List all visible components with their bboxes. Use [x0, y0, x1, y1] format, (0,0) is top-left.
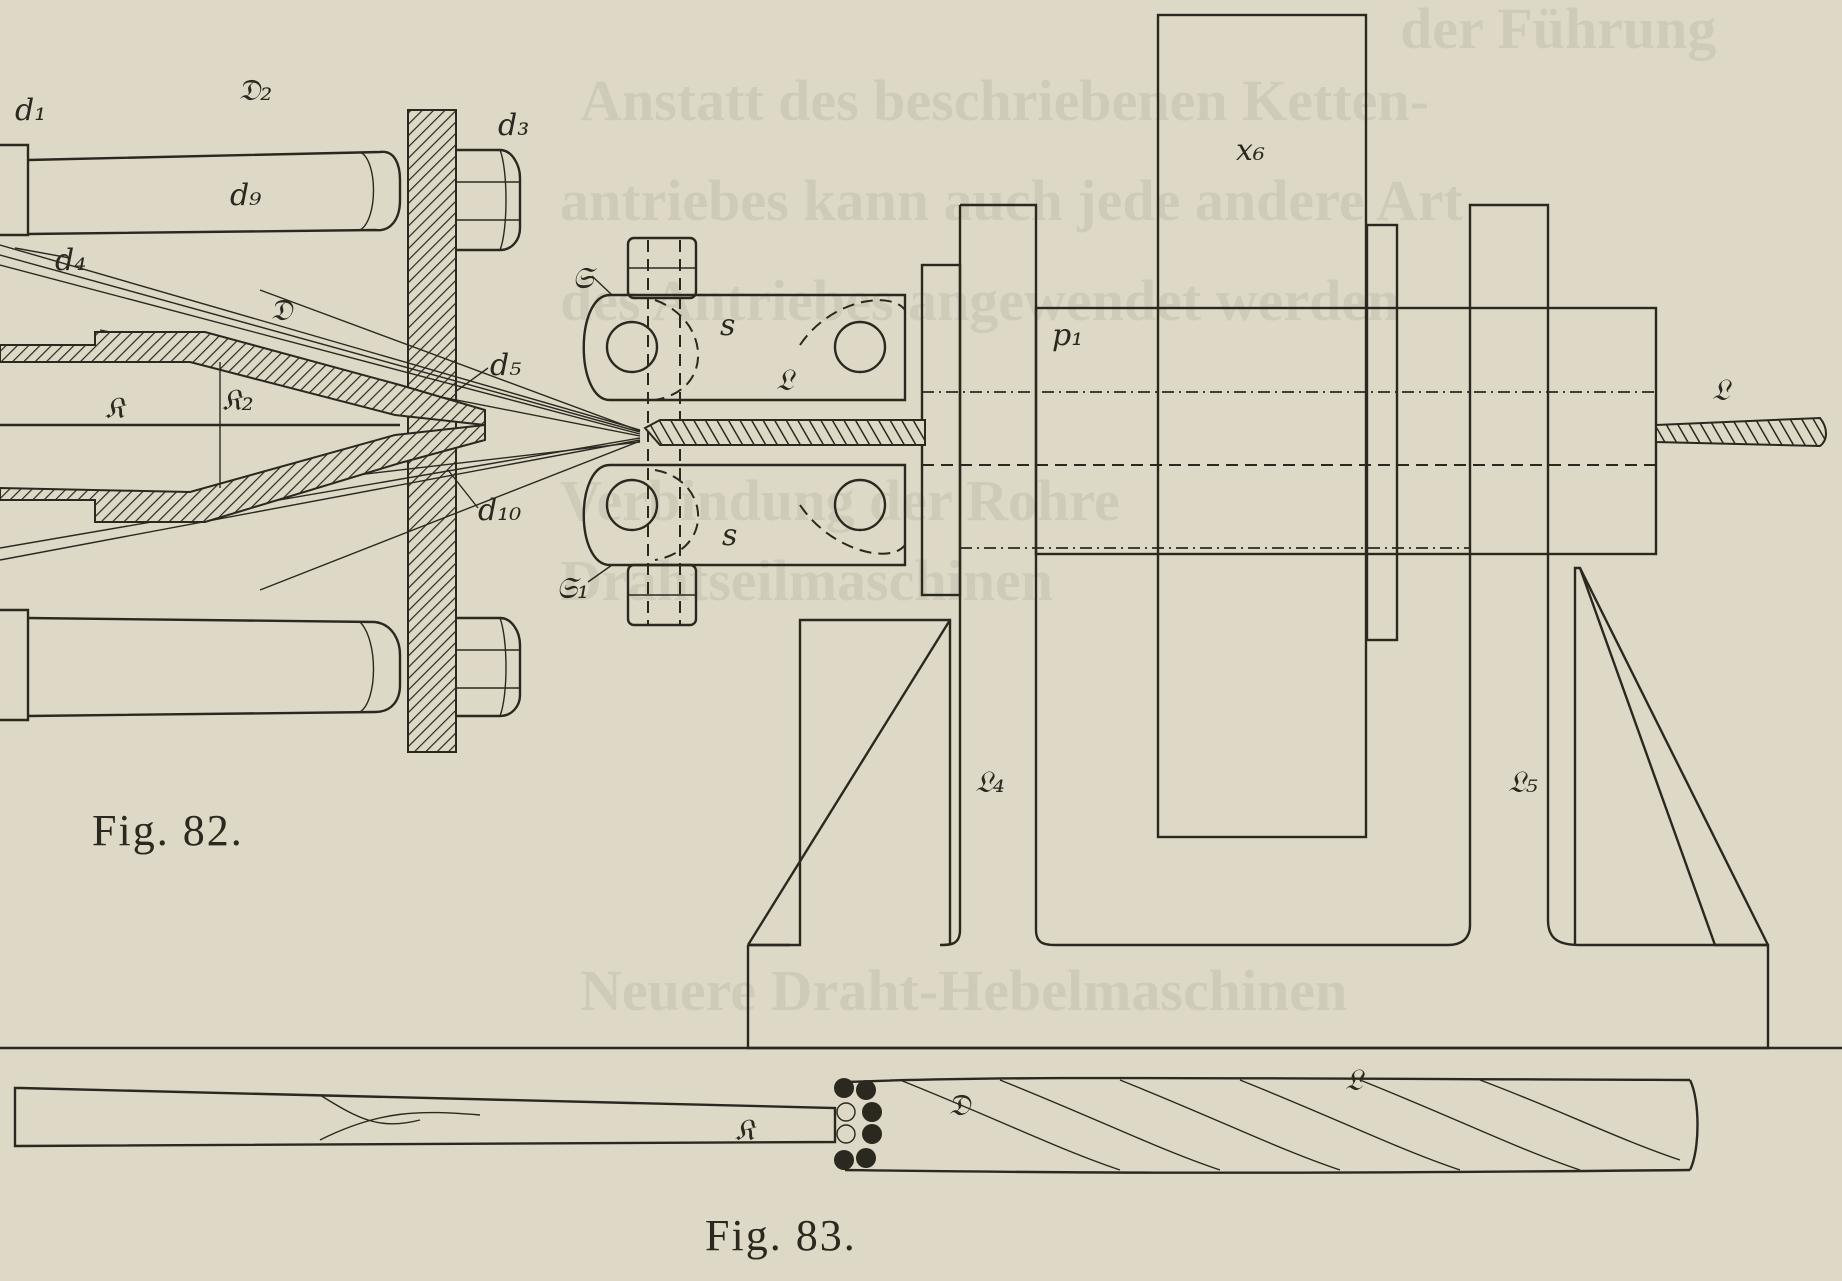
label-d1: d₁ [15, 93, 46, 128]
label-K-fig83: 𝔎 [735, 1113, 757, 1148]
fig-82-caption: Fig. 82. [92, 806, 244, 855]
bleed-line-6: Drahtseilmaschinen [560, 548, 1053, 613]
drive-wheel-x6 [1156, 13, 1368, 839]
label-D2: 𝔇₂ [238, 73, 272, 108]
rope-tail [1655, 416, 1827, 448]
bleed-line-2: Anstatt des beschriebenen Ketten- [580, 68, 1429, 133]
fig-82-diagram: d₁ 𝔇₂ d₃ d₉ d₄ 𝔇 d₅ 𝔎 𝔎₂ d₁₀ Fig. 82. [0, 73, 641, 855]
label-D: 𝔇 [270, 293, 294, 328]
label-d5: d₅ [490, 348, 521, 383]
fig-83-diagram: 𝔎 𝔇 𝔏 Fig. 83. [13, 1063, 1699, 1260]
label-K: 𝔎 [105, 391, 127, 426]
bleed-through-text: der Führung Anstatt des beschriebenen Ke… [560, 0, 1716, 1023]
label-L-inner: 𝔏 [776, 363, 797, 398]
label-S: 𝔖 [572, 261, 597, 296]
wire-rope-machine: 𝔖 𝔖₁ s s 𝔏 𝔏 p₁ x₆ 𝔏₄ 𝔏₅ [556, 13, 1827, 1050]
label-p1: p₁ [1052, 318, 1083, 353]
label-s-top: s [720, 308, 735, 343]
bleed-line-5: Verbindung der Rohre [560, 468, 1120, 533]
bleed-line-1: der Führung [1400, 0, 1716, 61]
label-L5: 𝔏₅ [1508, 765, 1538, 800]
rope-in-clamp [643, 419, 926, 446]
lower-tension-rod [0, 608, 522, 722]
shaft [1034, 306, 1658, 556]
label-d10: d₁₀ [478, 493, 521, 528]
label-K2: 𝔎₂ [222, 383, 254, 418]
label-s-bottom: s [722, 518, 737, 553]
conical-sleeve [0, 331, 486, 523]
bleed-line-3: antriebes kann auch jede andere Art [560, 168, 1463, 233]
bleed-line-7: Neuere Draht-Hebelmaschinen [580, 958, 1347, 1023]
label-L-fig83: 𝔏 [1345, 1063, 1366, 1098]
frame-L4-L5 [960, 203, 1768, 947]
label-x6: x₆ [1236, 133, 1265, 168]
label-D-fig83: 𝔇 [948, 1088, 972, 1123]
label-L4: 𝔏₄ [975, 765, 1005, 800]
bleed-line-4: des Antriebes angewendet werden [560, 268, 1399, 333]
strand-cross-sections [834, 1078, 882, 1170]
label-d3: d₃ [498, 108, 529, 143]
converging-wires [0, 244, 641, 591]
fig-83-caption: Fig. 83. [705, 1211, 857, 1260]
label-L-out: 𝔏 [1712, 373, 1733, 408]
label-d9: d₉ [230, 178, 261, 213]
rope-strands [844, 1076, 1699, 1174]
label-S1: 𝔖₁ [556, 571, 589, 606]
upper-tension-rod [0, 143, 522, 252]
label-d4: d₄ [55, 243, 86, 278]
